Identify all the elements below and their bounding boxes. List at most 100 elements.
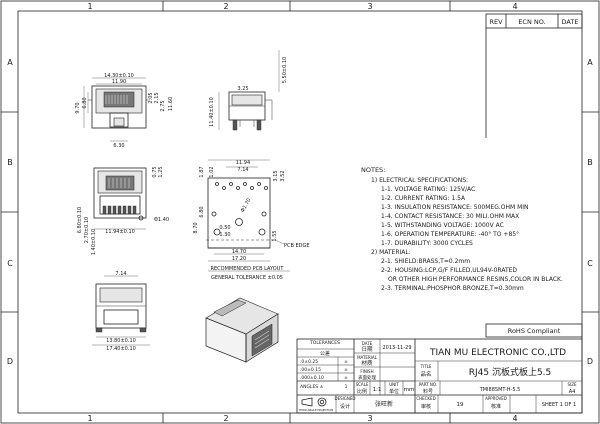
finish-label: FINISH <box>360 369 373 374</box>
grid-col-4-top: 4 <box>512 2 517 11</box>
unit-label: UNIT <box>389 382 399 387</box>
bottom-view-dimensions: 7.14 13.80±0.10 17.40±0.10 <box>92 271 150 352</box>
designed-label: DESIGNED <box>334 396 355 401</box>
dim-pcb-w3: 14.70 <box>232 249 246 255</box>
front-view-middle-dimensions: 0.75 1.25 Φ1.40 11.94±0.10 6.80±0.10 2.7… <box>77 166 169 255</box>
designer-name: 张旺新 <box>375 400 393 408</box>
dim-pcb-s2: 1.02 <box>209 166 215 177</box>
title-cn: 品名 <box>420 370 431 378</box>
front-view-middle <box>93 167 147 221</box>
dim-top-left-h: 9.70 <box>75 102 81 113</box>
grid-col-1-bottom: 1 <box>87 414 92 423</box>
part-label: PART NO. <box>419 382 437 387</box>
scale-label: SCALE <box>356 382 369 387</box>
grid-col-1-top: 1 <box>87 2 92 11</box>
general-tolerance-label: GENERAL TOLERANCE ±0.05 <box>211 275 283 281</box>
recommended-layout-label: RECOMMENDED PCB LAYOUT <box>211 266 285 272</box>
note-line-11: 2-2. HOUSING:LCP,G/F FILLED,UL94V-0RATED <box>381 267 517 274</box>
dim-front-l2: 2.70±0.10 <box>84 217 90 243</box>
pcb-layout <box>206 177 275 249</box>
grid-columns: 1 2 3 4 1 2 3 4 <box>87 1 518 423</box>
side-view-dimensions: 5.50±0.10 3.25 11.40±0.10 <box>209 50 288 130</box>
dim-front-h2: 1.25 <box>158 166 164 177</box>
note-line-6: 1-5. WITHSTANDING VOLTAGE: 1000V AC <box>381 222 504 229</box>
company-name: TIAN MU ELECTRONIC CO.,LTD <box>429 348 566 358</box>
dim-pcb-h5: 1.55 <box>272 230 278 241</box>
note-line-13: 2-3. TERMINAL:PHOSPHOR BRONZE,T=0.30mm <box>381 285 524 292</box>
pcb-edge-label: PCB EDGE <box>284 243 310 249</box>
dim-pcb-h1: 6.80 <box>199 206 205 217</box>
bottom-view <box>95 283 147 333</box>
material-cn: 材质 <box>361 359 373 367</box>
grid-rows: A B C D A B C D <box>1 58 599 366</box>
dim-pcb-s4: 3.52 <box>280 170 286 181</box>
dim-pcb-w4: 17.20 <box>232 256 246 262</box>
material-label: MATERIAL <box>357 355 378 360</box>
designed-cn: 设计 <box>340 403 350 410</box>
front-pins <box>102 205 137 215</box>
dim-top-r3: 2.75 <box>160 100 166 111</box>
note-line-8: 1-7. DURABILITY: 3000 CYCLES <box>381 240 473 247</box>
tol-row-4: ANGLES ± <box>300 384 324 390</box>
checked-value: 19 <box>457 402 464 408</box>
size-label: SIZE <box>568 382 577 387</box>
revision-col-date: DATE <box>562 18 579 26</box>
grid-row-a-right: A <box>587 58 593 67</box>
approved-label: APPROVED <box>485 396 507 401</box>
revision-col-ecn: ECN NO. <box>518 18 545 26</box>
note-line-2: 1-1. VOLTAGE RATING: 125V/AC <box>381 186 475 193</box>
note-line-7: 1-6. OPERATION TEMPERATURE: -40° TO +85° <box>381 231 519 238</box>
dim-side-top: 5.50±0.10 <box>282 57 288 83</box>
front-view-top-dimensions: 14.30±0.10 11.90 9.70 6.80 2.05 2.15 2.7… <box>75 73 174 149</box>
grid-col-2-bottom: 2 <box>223 414 228 423</box>
part-cn: 料号 <box>423 388 433 395</box>
title-block: RoHS Compliant TOLERANCES 公差 .0±0.25 ± .… <box>296 323 583 414</box>
note-line-3: 1-2. CURRENT RATING: 1.5A <box>381 195 466 202</box>
tol-row-4-mark: 1 <box>345 384 348 390</box>
front-view-top <box>88 85 150 129</box>
unit-cn: 单位 <box>389 388 399 395</box>
dim-top-r1: 2.05 <box>148 92 154 103</box>
dim-bottom-w2: 17.40±0.10 <box>106 346 136 352</box>
tol-row-2-mark: ± <box>344 367 348 373</box>
scale-value: 1:1 <box>373 387 382 393</box>
tolerances-label: TOLERANCES <box>309 340 340 346</box>
dim-front-l3: 1.40±0.10 <box>91 229 97 255</box>
grid-col-4-bottom: 4 <box>512 414 517 423</box>
dim-top-r2: 2.15 <box>154 92 160 103</box>
dim-pcb-h2: 8.70 <box>193 222 199 233</box>
title-label: TITLE <box>420 364 432 369</box>
date-cn: 日期 <box>361 346 373 353</box>
note-line-1: 1) ELECTRICAL SPECIFICATIONS: <box>371 177 468 184</box>
dim-pcb-w1: 11.94 <box>236 160 250 166</box>
checked-label: CHECKED <box>416 396 435 401</box>
rohs-label: RoHS Compliant <box>508 327 561 335</box>
tol-row-1: .0±0.25 <box>300 359 318 365</box>
finish-cn: 表面处理 <box>358 374 376 381</box>
grid-col-3-top: 3 <box>367 2 372 11</box>
dim-pcb-h3: 0.50 <box>219 225 230 231</box>
note-line-12: OR OTHER HIGH PERFORMANCE RESINS,COLOR I… <box>388 276 563 283</box>
grid-row-c-left: C <box>7 259 13 268</box>
dim-top-r4: 11.60 <box>168 97 174 111</box>
unit-value: mm <box>404 387 415 393</box>
projection-label: THIRD ANGLE PROJECTION <box>299 408 334 412</box>
date-label: DATE <box>362 341 373 346</box>
dim-top-left-h2: 6.80 <box>82 97 88 108</box>
tolerances-cn: 公差 <box>320 350 330 357</box>
tol-row-3-mark: ± <box>344 375 348 381</box>
dim-front-l1: 6.80±0.10 <box>77 207 83 233</box>
dim-pcb-h4: 1.30 <box>219 232 230 238</box>
drawing-title: RJ45 沉板式板上5.5 <box>469 366 552 378</box>
sheet-number: SHEET 1 OF 1 <box>542 402 576 408</box>
tol-row-2: .00±0.15 <box>300 367 321 373</box>
tol-row-3: .000±0.10 <box>300 375 324 381</box>
note-line-10: 2-1. SHIELD:BRASS,T=0.2mm <box>381 258 470 265</box>
notes-title: NOTES: <box>361 166 385 174</box>
note-line-5: 1-4. CONTACT RESISTANCE: 30 MILI.OHM MAX <box>381 213 519 220</box>
grid-col-2-top: 2 <box>223 2 228 11</box>
side-view <box>228 91 273 131</box>
revision-table: REV ECN NO. DATE <box>485 13 583 138</box>
dim-front-w: 11.94±0.10 <box>105 229 135 235</box>
